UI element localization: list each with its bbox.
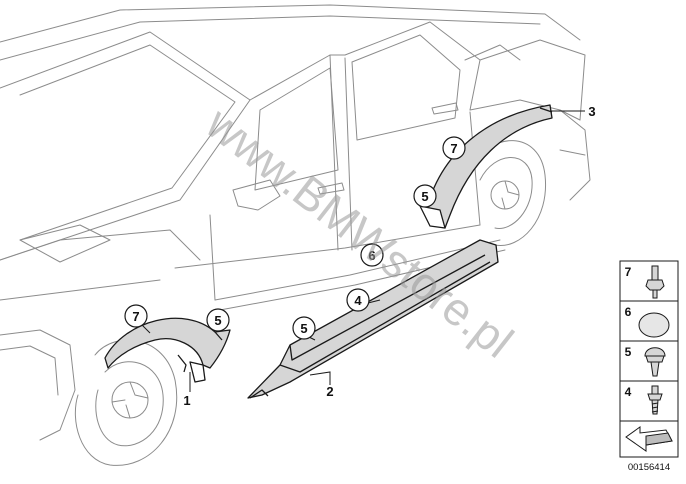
svg-text:5: 5 bbox=[300, 321, 307, 336]
diagram-number: 00156414 bbox=[628, 462, 670, 473]
callout-5-front: 5 bbox=[206, 308, 230, 332]
callout-5-rear: 5 bbox=[413, 184, 437, 208]
part-2-side-sill bbox=[247, 239, 499, 399]
callout-7-front: 7 bbox=[124, 304, 148, 328]
part-3-rear-wheel-arch bbox=[419, 104, 553, 229]
svg-text:5: 5 bbox=[214, 313, 221, 328]
svg-text:7: 7 bbox=[450, 141, 457, 156]
screw-clip-icon bbox=[647, 385, 663, 415]
label-1: 1 bbox=[183, 393, 190, 408]
svg-text:5: 5 bbox=[421, 189, 428, 204]
svg-text:6: 6 bbox=[368, 248, 375, 263]
legend-num-6: 6 bbox=[625, 305, 632, 319]
callout-4: 4 bbox=[346, 288, 370, 312]
label-2: 2 bbox=[326, 384, 333, 399]
legend-num-4: 4 bbox=[625, 385, 632, 399]
legend-num-5: 5 bbox=[625, 345, 632, 359]
car-outline bbox=[0, 4, 591, 466]
spreading-clip-icon bbox=[644, 347, 666, 377]
expanding-rivet-icon bbox=[645, 265, 665, 299]
svg-text:4: 4 bbox=[354, 293, 362, 308]
callout-7-rear: 7 bbox=[442, 136, 466, 160]
round-cap-icon bbox=[638, 312, 670, 338]
svg-text:7: 7 bbox=[132, 309, 139, 324]
legend-num-7: 7 bbox=[625, 265, 632, 279]
callout-6: 6 bbox=[360, 243, 384, 267]
arrow-icon bbox=[625, 426, 673, 452]
label-3: 3 bbox=[588, 104, 595, 119]
part-1-front-wheel-arch bbox=[104, 317, 231, 383]
callout-5-sill: 5 bbox=[292, 316, 316, 340]
